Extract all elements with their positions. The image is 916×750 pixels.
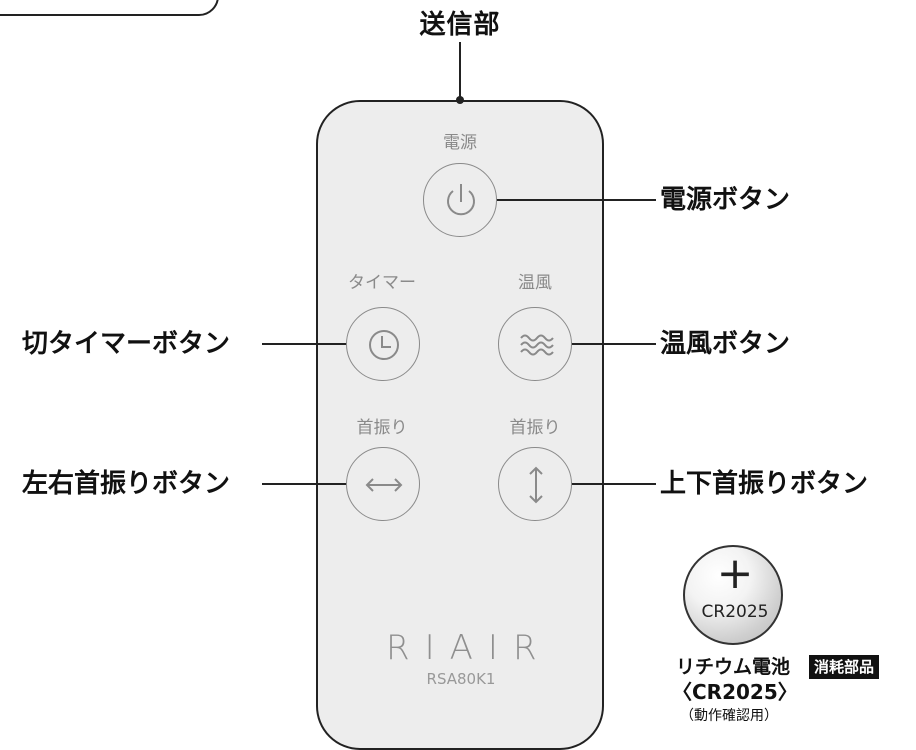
consumable-badge: 消耗部品 [809,655,880,679]
swing-up-down-button[interactable] [498,447,572,521]
transmitter-label: 送信部 [419,10,501,40]
battery-model-label: 〈CR2025〉 [672,680,798,704]
swing-left-right-button[interactable] [346,447,420,521]
power-button-label: 電源 [443,133,477,153]
power-icon [447,184,475,216]
battery-type-label: CR2025 [701,602,769,622]
warm-air-button[interactable] [498,307,572,381]
swing-lr-button-label: 首振り [356,418,408,438]
swing-ud-button-label: 首振り [509,418,561,438]
timer-button-callout: 切タイマーボタン [22,329,231,359]
left-right-arrow-icon [365,478,403,492]
battery-name: リチウム電池 [676,656,791,678]
clock-icon [369,330,399,360]
swing-ud-button-callout: 上下首振りボタン [660,469,869,499]
model-number: RSA80K1 [426,670,496,688]
waves-icon [520,334,554,356]
timer-button[interactable] [346,307,420,381]
up-down-arrow-icon [529,466,543,504]
battery-note: （動作確認用） [680,708,778,724]
brand-logo: RIAIR [386,628,552,668]
swing-lr-button-callout: 左右首振りボタン [22,469,231,499]
warm-air-button-label: 温風 [518,273,552,293]
power-button-callout: 電源ボタン [660,185,791,215]
transmitter-leader-dot [456,96,464,104]
coin-battery: + CR2025 [683,545,783,645]
warm-air-button-callout: 温風ボタン [660,329,791,359]
battery-plus-symbol: + [716,548,754,599]
power-button[interactable] [423,163,497,237]
timer-button-label: タイマー [348,273,416,293]
